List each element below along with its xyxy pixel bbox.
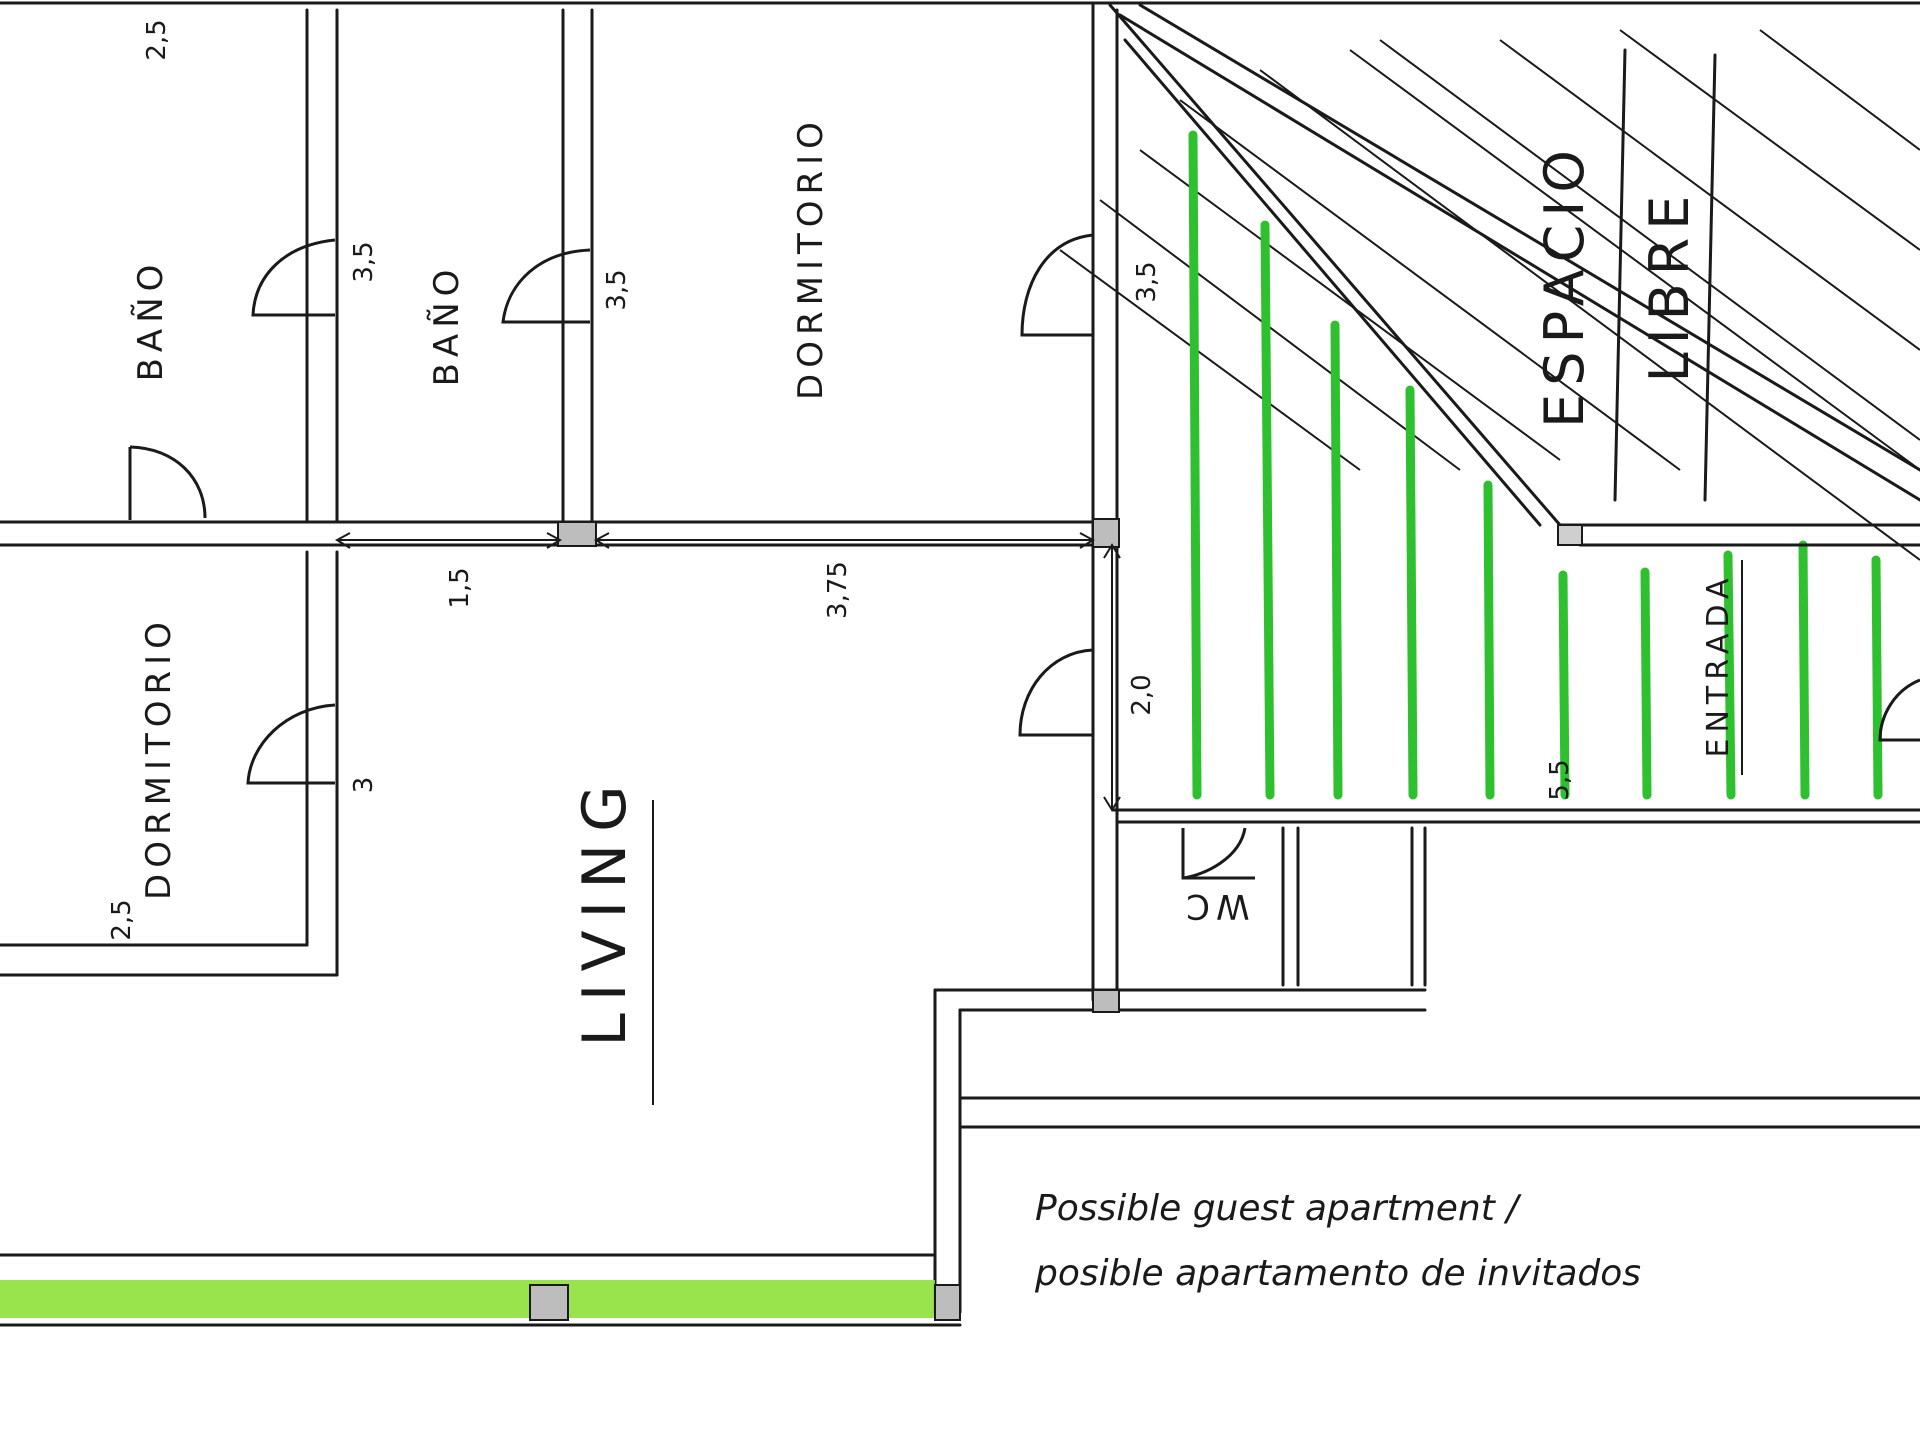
door-swing-wc <box>1181 827 1255 880</box>
walls <box>0 1 1920 1327</box>
room-label-espacio: ESPACIO <box>1533 142 1596 428</box>
guest-apartment-note-line2: posible apartamento de invitados <box>1034 1253 1641 1294</box>
walkway-line <box>1558 570 1570 800</box>
door-swing-bano2 <box>501 248 591 324</box>
column-markers <box>529 518 1120 1321</box>
walkway-line <box>1330 320 1343 800</box>
walkway-line <box>1260 220 1275 800</box>
room-label-entrada: ENTRADA <box>1701 573 1736 758</box>
dimension-arrows <box>334 532 1121 812</box>
espacio-libre-hatch <box>1059 29 1920 561</box>
espacio-libre-divider-2 <box>1703 53 1717 502</box>
walkway-line <box>1640 567 1652 800</box>
door-swing-bano-left-lower <box>128 445 207 520</box>
guest-apartment-note-line1: Possible guest apartment / <box>1035 1188 1522 1229</box>
dimension-label: 2,0 <box>1127 674 1157 715</box>
dimension-label: 3 <box>349 777 379 794</box>
stair-diagonal <box>1108 3 1920 547</box>
dimension-label: 3,5 <box>1132 261 1162 302</box>
espacio-libre-divider-1 <box>1613 48 1627 502</box>
walkway-line <box>1188 130 1202 800</box>
doors <box>128 233 1920 880</box>
room-label-bano-2: BAÑO <box>427 264 467 387</box>
dimension-label: 3,75 <box>823 561 853 619</box>
door-swing-dormitorio <box>1020 233 1094 337</box>
door-swing-living-right <box>1018 648 1094 737</box>
dimension-label: 1,5 <box>445 567 475 608</box>
walkway-line <box>1723 550 1736 800</box>
walkway-line <box>1871 555 1883 800</box>
room-label-wc: WC <box>1180 886 1249 926</box>
room-label-bano-1: BAÑO <box>131 259 171 382</box>
dimension-label: 5,5 <box>1545 759 1575 800</box>
door-swing-bano1 <box>251 238 336 317</box>
entrance-walkway-green <box>1188 130 1883 800</box>
walkway-line <box>1405 385 1418 800</box>
dimension-label: 2,5 <box>107 899 137 940</box>
door-swing-entrance <box>1878 678 1920 742</box>
dimension-label: 3,5 <box>602 269 632 310</box>
walkway-line <box>1483 480 1495 800</box>
dimension-label: 2,5 <box>142 19 172 60</box>
room-label-dormitorio-top: DORMITORIO <box>791 116 831 400</box>
stair-column <box>1557 524 1583 546</box>
room-label-dormitorio-left: DORMITORIO <box>139 616 179 900</box>
walkway-line <box>1798 540 1810 800</box>
room-label-living: LIVING <box>570 773 640 1046</box>
door-swing-dormitorio-left <box>246 703 336 785</box>
terrace-green-band <box>0 1280 935 1318</box>
room-label-libre: LIBRE <box>1638 188 1701 383</box>
dimension-label: 3,5 <box>349 241 379 282</box>
